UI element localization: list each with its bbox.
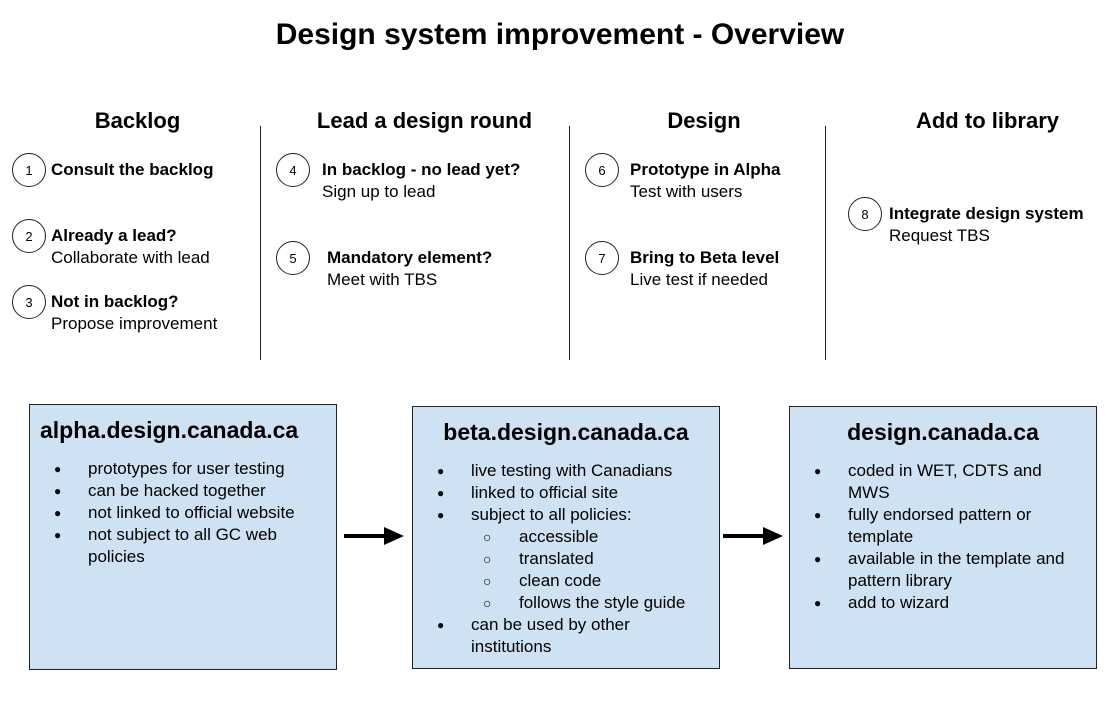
bullet-list: coded in WET, CDTS and MWS fully endorse… (790, 460, 1096, 614)
list-item: not subject to all GC web policies (30, 524, 278, 568)
list-item: available in the template and pattern li… (790, 548, 1093, 592)
column-heading-design: Design (667, 108, 741, 133)
step-subtitle: Meet with TBS (327, 270, 438, 289)
box-title: alpha.design.canada.ca (40, 417, 299, 443)
beta-box: beta.design.canada.ca live testing with … (412, 406, 720, 669)
column-divider (569, 126, 570, 360)
alpha-box: alpha.design.canada.ca prototypes for us… (29, 404, 337, 670)
right-arrow-icon (344, 527, 404, 545)
step-title: Bring to Beta level (630, 248, 780, 267)
box-title: beta.design.canada.ca (443, 419, 689, 445)
sub-list-item: accessible (413, 526, 719, 548)
sub-list-item: follows the style guide (413, 592, 719, 614)
list-item: add to wizard (790, 592, 1096, 614)
list-item: live testing with Canadians (413, 460, 719, 482)
column-divider (260, 126, 261, 360)
list-item: can be used by other institutions (413, 614, 671, 658)
step-subtitle: Request TBS (889, 226, 990, 245)
step-subtitle: Collaborate with lead (51, 248, 210, 267)
step-number-circle: 6 (585, 153, 619, 187)
box-title: design.canada.ca (847, 419, 1039, 445)
step-number-circle: 1 (12, 153, 46, 187)
list-item: coded in WET, CDTS and MWS (790, 460, 1068, 504)
right-arrow-icon (723, 527, 783, 545)
step-subtitle: Test with users (630, 182, 743, 201)
step-title: In backlog - no lead yet? (322, 160, 521, 179)
step-number-circle: 8 (848, 197, 882, 231)
step-2: 2 Already a lead? Collaborate with lead (12, 219, 210, 269)
step-number-circle: 3 (12, 285, 46, 319)
sub-list-item: translated (413, 548, 719, 570)
column-divider (825, 126, 826, 360)
step-subtitle: Propose improvement (51, 314, 218, 333)
step-subtitle: Sign up to lead (322, 182, 436, 201)
step-5: 5 Mandatory element? Meet with TBS (276, 241, 493, 291)
step-number-circle: 4 (276, 153, 310, 187)
step-subtitle: Live test if needed (630, 270, 768, 289)
column-heading-lead: Lead a design round (316, 108, 533, 133)
sub-list-item: clean code (413, 570, 719, 592)
step-number-circle: 7 (585, 241, 619, 275)
step-title: Not in backlog? (51, 292, 179, 311)
step-title: Mandatory element? (327, 248, 493, 267)
step-1: 1 Consult the backlog (12, 153, 214, 187)
list-item: subject to all policies: (413, 504, 719, 526)
production-box: design.canada.ca coded in WET, CDTS and … (789, 406, 1097, 669)
column-heading-library: Add to library (915, 108, 1059, 133)
list-item: prototypes for user testing (30, 458, 336, 480)
step-title: Consult the backlog (51, 160, 214, 179)
step-title: Already a lead? (51, 226, 177, 245)
step-number-circle: 5 (276, 241, 310, 275)
step-title: Integrate design system (889, 204, 1084, 223)
list-item: fully endorsed pattern or template (790, 504, 1048, 548)
step-number-circle: 2 (12, 219, 46, 253)
column-heading-backlog: Backlog (94, 108, 181, 133)
step-title: Prototype in Alpha (630, 160, 781, 179)
step-4: 4 In backlog - no lead yet? Sign up to le… (276, 153, 521, 203)
bullet-list: prototypes for user testing can be hacke… (30, 458, 336, 568)
list-item: can be hacked together (30, 480, 336, 502)
bullet-list: live testing with Canadians linked to of… (413, 460, 719, 658)
list-item: not linked to official website (30, 502, 336, 524)
list-item: linked to official site (413, 482, 719, 504)
step-3: 3 Not in backlog? Propose improvement (12, 285, 218, 335)
page-title: Design system improvement - Overview (275, 18, 845, 51)
